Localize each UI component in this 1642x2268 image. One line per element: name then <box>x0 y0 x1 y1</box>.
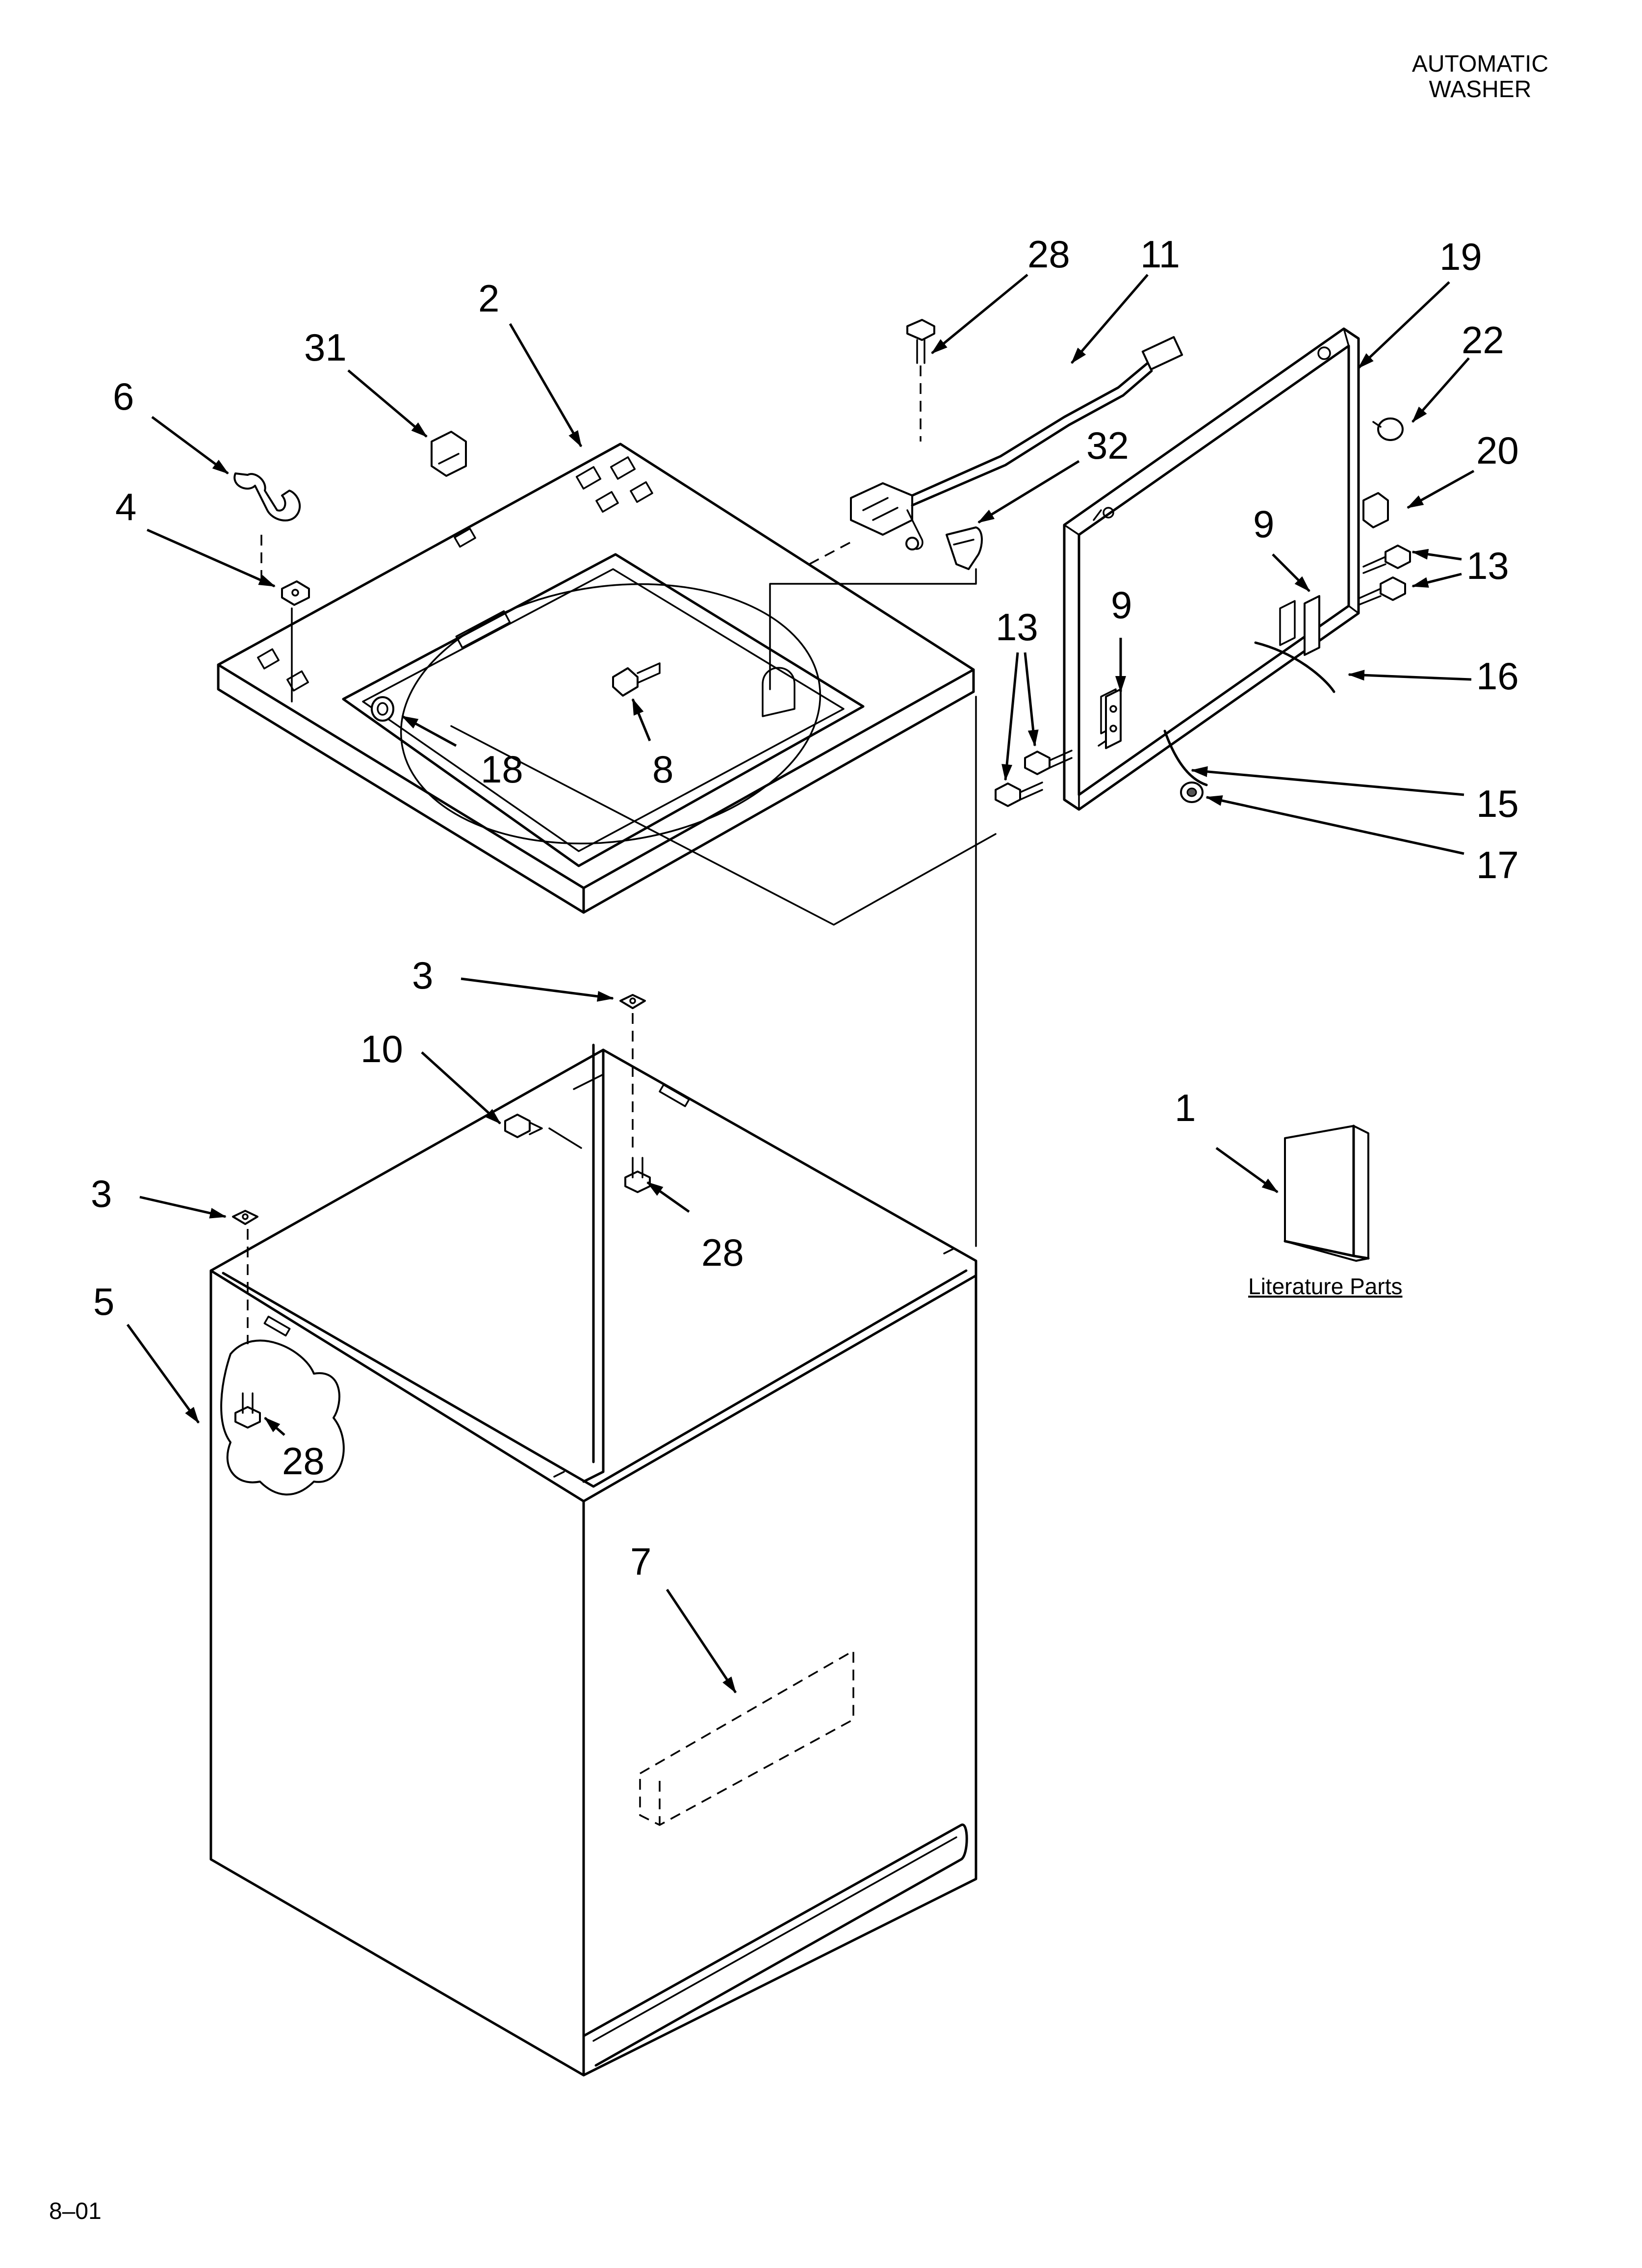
callout-17: 17 <box>1476 843 1519 886</box>
callout-8: 8 <box>652 748 673 791</box>
footer-page-code: 8–01 <box>49 2198 102 2224</box>
callout-16: 16 <box>1476 654 1519 698</box>
lid-switch-assembly <box>850 336 1183 550</box>
part-4-bracket <box>260 535 310 703</box>
callout-32: 32 <box>1086 424 1129 467</box>
part-28-screw-top <box>906 319 935 442</box>
washer-cabinet <box>209 1043 977 2077</box>
callout-28: 28 <box>1027 233 1070 276</box>
callout-15: 15 <box>1476 782 1519 825</box>
callout-10: 10 <box>360 1027 403 1070</box>
part-31-clip <box>431 431 467 477</box>
part-22-bumper <box>1372 417 1404 441</box>
callout-7: 7 <box>630 1540 651 1583</box>
callout-19: 19 <box>1439 235 1482 278</box>
literature-parts-caption: Literature Parts <box>1248 1274 1403 1299</box>
callout-11: 11 <box>1140 233 1180 276</box>
harness-guide-line <box>809 541 851 565</box>
leader-lid-to-top <box>769 568 977 690</box>
part-17-cap <box>1180 782 1204 803</box>
callout-3: 3 <box>91 1172 112 1215</box>
part-18-plug <box>371 696 394 722</box>
part-13-screws-right <box>1358 545 1411 606</box>
callout-6: 6 <box>113 375 134 418</box>
part-32-wedge <box>946 526 983 570</box>
callout-5: 5 <box>93 1280 114 1323</box>
part-3-clip-upper <box>619 994 646 1153</box>
callout-2: 2 <box>478 277 499 320</box>
washer-top <box>217 443 975 914</box>
callout-22: 22 <box>1462 318 1504 362</box>
part-8-screw <box>612 662 661 697</box>
part-3-clip-lower <box>232 1210 258 1344</box>
callout-28: 28 <box>701 1231 744 1274</box>
part-28-screw-cabinet <box>624 1157 651 1193</box>
callout-9: 9 <box>1111 583 1132 626</box>
part-6-clip <box>233 472 301 521</box>
part-9-hinge-right <box>1304 595 1320 656</box>
callout-13: 13 <box>996 605 1038 649</box>
callout-18: 18 <box>481 748 523 791</box>
header-line-2: WASHER <box>1429 77 1532 103</box>
callout-20: 20 <box>1476 429 1519 472</box>
part-28-screw-cutaway <box>234 1392 261 1429</box>
callout-9: 9 <box>1253 502 1274 546</box>
callout-4: 4 <box>115 485 136 528</box>
header-line-1: AUTOMATIC <box>1411 51 1549 77</box>
callout-28: 28 <box>282 1439 325 1483</box>
callout-labels: 28 11 19 2 31 22 6 32 20 4 9 13 13 9 16 … <box>91 233 1519 1583</box>
lid-to-top-leader <box>450 725 997 926</box>
literature-parts-book <box>1283 1124 1370 1262</box>
part-13-screws-left <box>995 750 1073 807</box>
callout-1: 1 <box>1175 1086 1196 1129</box>
leader-lines <box>126 274 1475 1694</box>
callout-31: 31 <box>304 326 347 369</box>
callout-13: 13 <box>1466 544 1509 587</box>
part-9-hinge-left <box>1105 688 1122 749</box>
part-10-screw <box>504 1114 582 1149</box>
part-20-strike <box>1362 492 1389 528</box>
page-header: AUTOMATIC WASHER <box>1382 52 1578 103</box>
callout-3: 3 <box>412 954 433 997</box>
